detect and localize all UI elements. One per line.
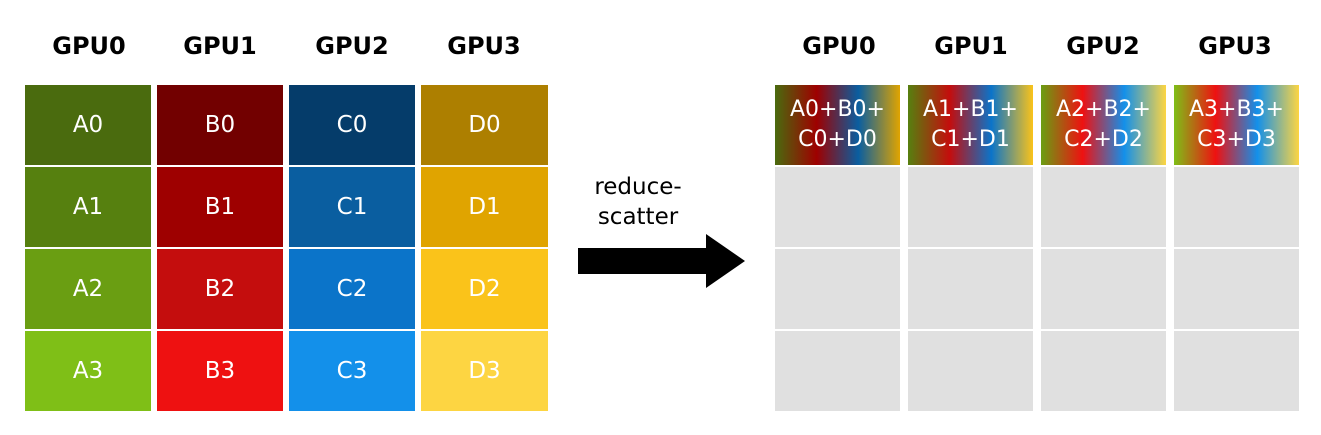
block-d2: D2 bbox=[421, 249, 548, 329]
empty-slot bbox=[775, 331, 900, 411]
result-block-gpu1: A1+B1+ C1+D1 bbox=[908, 85, 1033, 165]
empty-slot bbox=[775, 167, 900, 247]
empty-slot bbox=[908, 167, 1033, 247]
block-b0: B0 bbox=[157, 85, 283, 165]
empty-slot bbox=[1174, 249, 1299, 329]
empty-slot bbox=[908, 331, 1033, 411]
right-header-gpu3: GPU3 bbox=[1198, 32, 1272, 60]
empty-slot bbox=[1174, 167, 1299, 247]
empty-slot bbox=[1041, 331, 1166, 411]
block-d0: D0 bbox=[421, 85, 548, 165]
block-c3: C3 bbox=[289, 331, 415, 411]
block-c0: C0 bbox=[289, 85, 415, 165]
empty-slot bbox=[1174, 331, 1299, 411]
left-header-gpu1: GPU1 bbox=[183, 32, 257, 60]
block-a0: A0 bbox=[25, 85, 151, 165]
right-arrow-icon bbox=[578, 234, 745, 288]
right-header-gpu1: GPU1 bbox=[934, 32, 1008, 60]
empty-slot bbox=[908, 249, 1033, 329]
block-c2: C2 bbox=[289, 249, 415, 329]
result-block-gpu3: A3+B3+ C3+D3 bbox=[1174, 85, 1299, 165]
block-b3: B3 bbox=[157, 331, 283, 411]
left-header-gpu3: GPU3 bbox=[447, 32, 521, 60]
block-a1: A1 bbox=[25, 167, 151, 247]
block-d3: D3 bbox=[421, 331, 548, 411]
left-header-gpu2: GPU2 bbox=[315, 32, 389, 60]
block-b2: B2 bbox=[157, 249, 283, 329]
empty-slot bbox=[775, 249, 900, 329]
result-block-gpu0: A0+B0+ C0+D0 bbox=[775, 85, 900, 165]
block-a3: A3 bbox=[25, 331, 151, 411]
block-b1: B1 bbox=[157, 167, 283, 247]
right-header-gpu0: GPU0 bbox=[802, 32, 876, 60]
right-header-gpu2: GPU2 bbox=[1066, 32, 1140, 60]
reduce-scatter-label: reduce- scatter bbox=[594, 174, 682, 230]
empty-slot bbox=[1041, 167, 1166, 247]
block-d1: D1 bbox=[421, 167, 548, 247]
result-block-gpu2: A2+B2+ C2+D2 bbox=[1041, 85, 1166, 165]
empty-slot bbox=[1041, 249, 1166, 329]
left-header-gpu0: GPU0 bbox=[52, 32, 126, 60]
block-a2: A2 bbox=[25, 249, 151, 329]
block-c1: C1 bbox=[289, 167, 415, 247]
